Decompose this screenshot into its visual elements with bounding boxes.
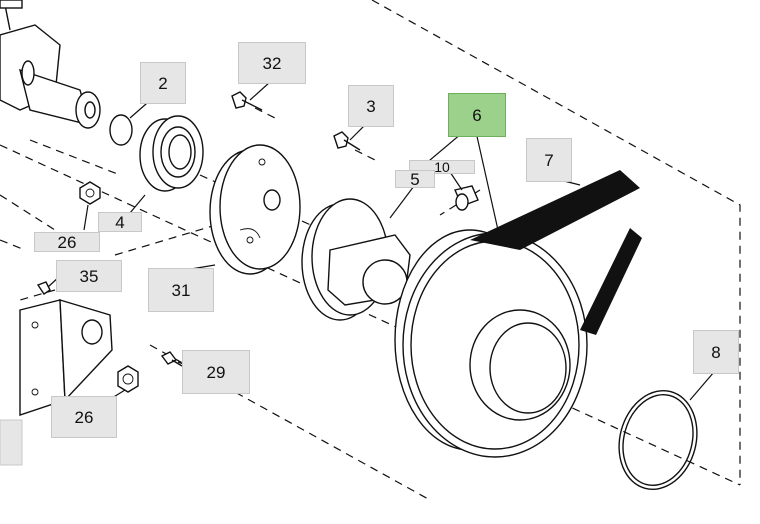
- screw-29: [160, 351, 183, 367]
- callout-4[interactable]: 4: [98, 212, 142, 232]
- callout-31[interactable]: 31: [148, 268, 214, 312]
- callout-26-top[interactable]: 26: [34, 232, 100, 252]
- retainer-plate: [209, 144, 301, 275]
- drive-belt: [470, 170, 642, 335]
- partial-callout-box: [0, 419, 23, 466]
- callout-label: 35: [79, 266, 99, 286]
- callout-26-bottom[interactable]: 26: [51, 396, 117, 438]
- bolt-35: [36, 281, 51, 295]
- screw-32: [231, 91, 263, 111]
- callout-label: 6: [472, 105, 482, 125]
- bearing: [139, 115, 204, 192]
- callout-6[interactable]: 6: [448, 93, 506, 137]
- callout-8[interactable]: 8: [693, 330, 739, 374]
- callout-label: 4: [115, 212, 125, 232]
- callout-label: 31: [171, 280, 191, 300]
- callout-label: 7: [544, 150, 554, 170]
- callout-29[interactable]: 29: [182, 350, 250, 394]
- callout-32[interactable]: 32: [238, 42, 306, 84]
- callout-label: 5: [410, 169, 420, 189]
- callout-label: 3: [366, 96, 376, 116]
- callout-5[interactable]: 5: [395, 170, 435, 188]
- callout-label: 32: [262, 53, 282, 73]
- callout-label: 10: [434, 159, 450, 175]
- callout-label: 8: [711, 342, 721, 362]
- callout-label: 2: [158, 73, 168, 93]
- screw-3: [333, 131, 361, 151]
- callout-2[interactable]: 2: [140, 62, 186, 104]
- hub: [301, 198, 411, 321]
- snap-ring: [618, 390, 698, 490]
- pulley: [394, 229, 588, 458]
- o-ring: [109, 114, 133, 146]
- callout-label: 29: [206, 362, 226, 382]
- grease-fitting: [454, 185, 479, 211]
- shaft-assembly: [0, 0, 101, 129]
- nut-top: [79, 181, 101, 205]
- callout-label: 26: [57, 232, 77, 252]
- callout-35[interactable]: 35: [56, 260, 122, 292]
- callout-label: 26: [74, 407, 94, 427]
- callout-7[interactable]: 7: [526, 138, 572, 182]
- nut-bottom: [117, 365, 139, 393]
- callout-3[interactable]: 3: [348, 85, 394, 127]
